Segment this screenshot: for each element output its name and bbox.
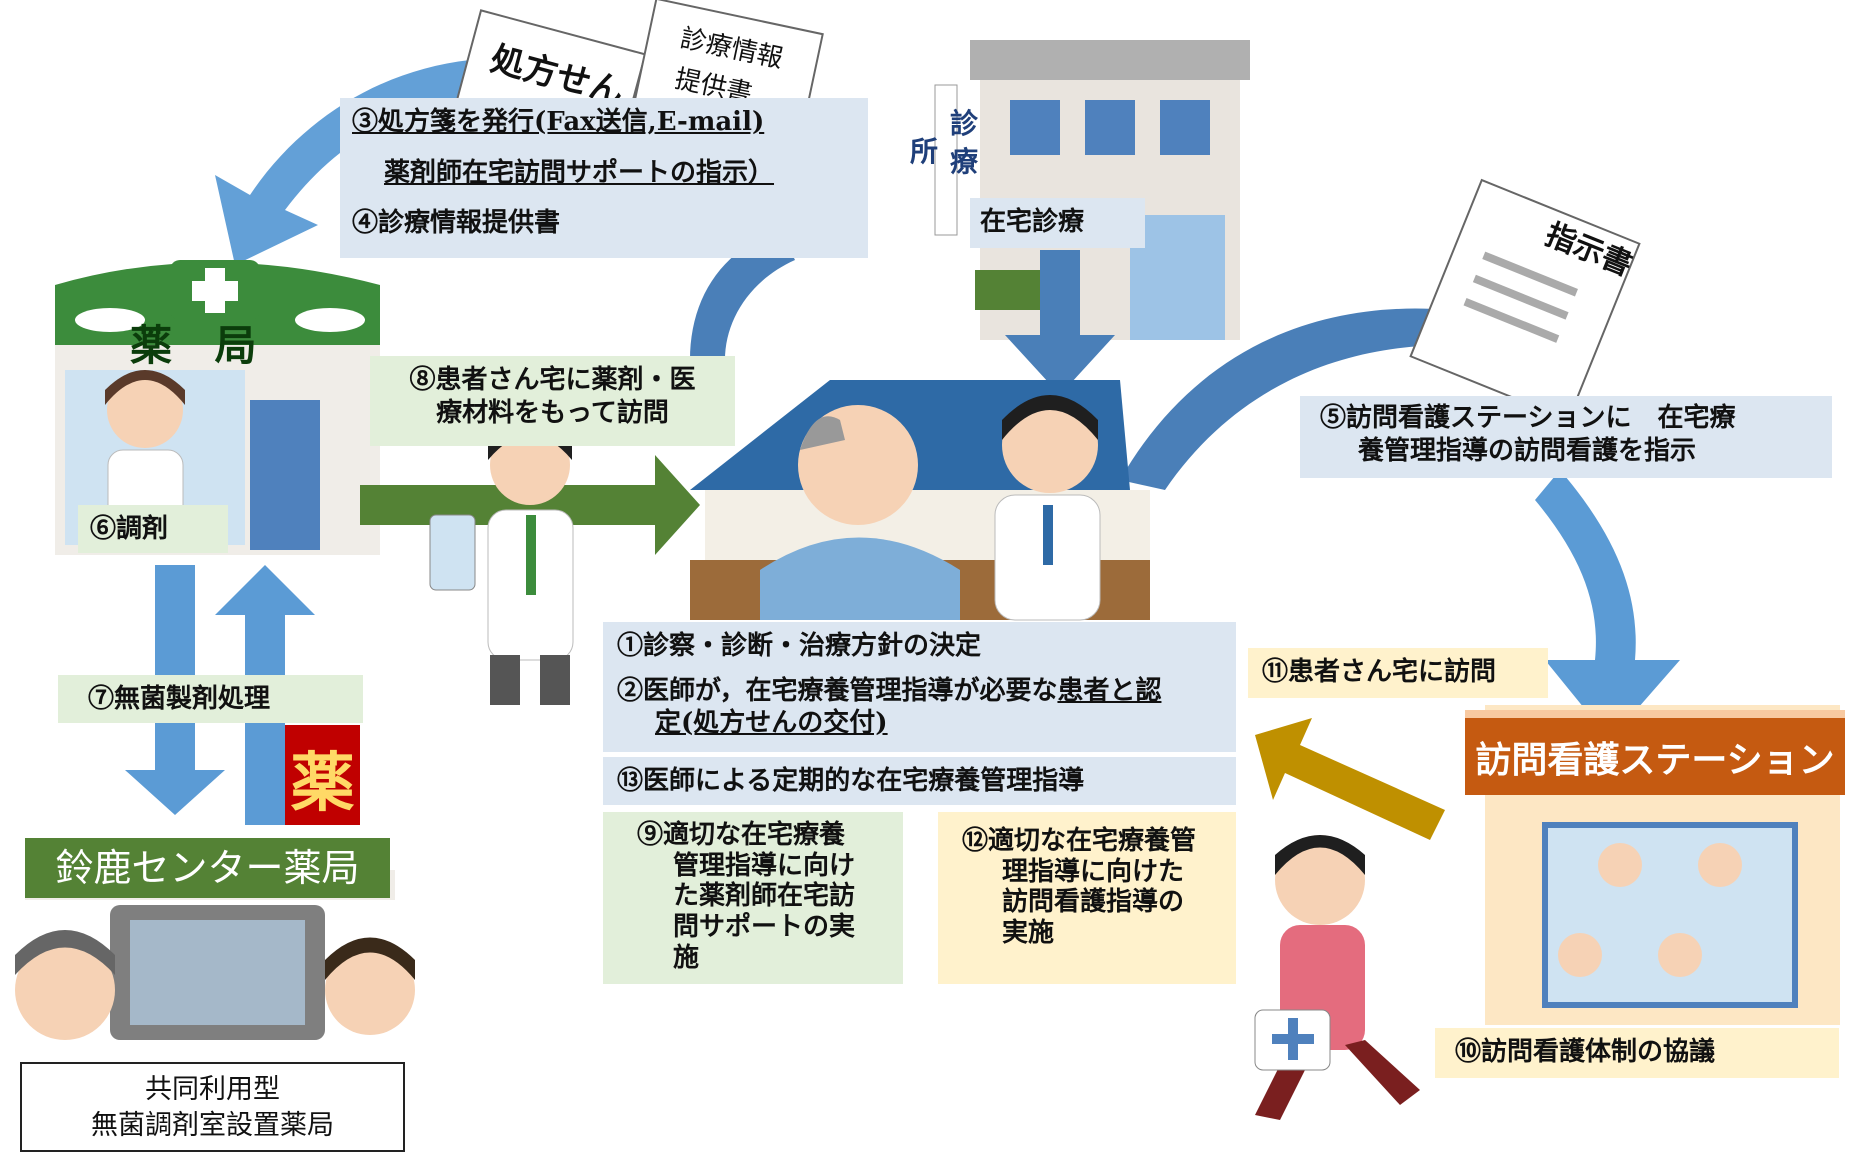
kusuri-sign-bg — [285, 725, 360, 825]
visiting-pharmacist-icon — [429, 422, 574, 705]
step-2-part2: 患者と認 — [1057, 675, 1162, 706]
curved-arrow-instruction-icon — [1120, 308, 1450, 490]
center-pharmacy-name: 鈴鹿センター薬局 — [55, 846, 360, 890]
arrow-clinic-to-home-icon — [1005, 250, 1115, 395]
shared-room-line2: 無菌調剤室設置薬局 — [91, 1110, 334, 1141]
step-4: ④診療情報提供書 — [352, 208, 561, 238]
nursing-station-name: 訪問看護ステーション — [1475, 739, 1835, 781]
step-12-box: ⑫適切な在宅療養管 理指導に向けた 訪問看護指導の 実施 — [938, 812, 1236, 984]
clinic-building-icon — [934, 40, 1250, 340]
clinic-sign-right: 診療 — [950, 107, 979, 178]
step-8-line1: ⑧患者さん宅に薬剤・医 — [409, 365, 696, 395]
pharmacist-woman-icon — [325, 937, 415, 1035]
step-5-box: ⑤訪問看護ステーションに 在宅療 養管理指導の訪問看護を指示 — [1300, 396, 1832, 478]
step-10-label: ⑩訪問看護体制の協議 — [1435, 1028, 1839, 1078]
nursing-station-sign: 訪問看護ステーション — [1465, 710, 1845, 795]
step-8-line2: 療材料をもって訪問 — [436, 397, 669, 428]
kusuri-sign: 薬 — [290, 746, 355, 821]
step-12-line4: 実施 — [1002, 918, 1055, 949]
step-3-line1: ③処方箋を発行(Fax送信,E-mail) — [352, 107, 765, 137]
step-11-label: ⑪患者さん宅に訪問 — [1248, 648, 1548, 698]
step-9-line5: 施 — [673, 942, 700, 973]
doctor-icon — [994, 395, 1101, 621]
shared-room-caption: 共同利用型 無菌調剤室設置薬局 — [20, 1062, 405, 1152]
step-13-label: ⑬医師による定期的な在宅療養管理指導 — [603, 757, 1236, 805]
step-3-4-box: ③処方箋を発行(Fax送信,E-mail) 薬剤師在宅訪問サポートの指示） ④診… — [340, 98, 868, 258]
step-9-line4: 問サポートの実 — [673, 912, 856, 943]
center-pharmacy-sign: 鈴鹿センター薬局 — [25, 838, 390, 898]
home-care-label: 在宅診療 — [970, 198, 1145, 248]
clinic-sign-left: 所 — [910, 135, 939, 168]
step-9-line3: た薬剤師在宅訪 — [673, 881, 856, 912]
curved-arrow-clinic-icon — [690, 230, 795, 360]
shared-room-line1: 共同利用型 — [145, 1074, 280, 1105]
pharmacist-man-icon — [15, 930, 115, 1040]
step-2-part1: ②医師が，在宅療養管理指導が必要な — [617, 675, 1058, 706]
step-5-line2: 養管理指導の訪問看護を指示 — [1358, 435, 1697, 466]
step-3-line2: 薬剤師在宅訪問サポートの指示） — [384, 157, 775, 188]
step-12-line2: 理指導に向けた — [1002, 856, 1185, 887]
step-6-label: ⑥調剤 — [78, 505, 228, 553]
step-1-2-box: ①診察・診断・治療方針の決定 ②医師が，在宅療養管理指導が必要な患者と認 定(処… — [603, 622, 1236, 752]
step-12-line1: ⑫適切な在宅療養管 — [962, 826, 1197, 856]
step-5-line1: ⑤訪問看護ステーションに 在宅療 — [1320, 403, 1736, 433]
step-9-line1: ⑨適切な在宅療養 — [637, 820, 846, 850]
pharmacy-sign: 薬 局 — [130, 321, 271, 370]
step-12-line3: 訪問看護指導の — [1002, 887, 1185, 918]
instruction-paper-icon — [1409, 178, 1641, 422]
step-2-line2: 定(処方せんの交付) — [655, 708, 888, 738]
elderly-patient-icon — [760, 405, 960, 620]
step-1: ①診察・診断・治療方針の決定 — [617, 631, 982, 661]
arrow-nurse-visit-icon — [1255, 718, 1445, 840]
curved-arrow-to-station-icon — [1535, 470, 1680, 740]
step-9-box: ⑨適切な在宅療養 管理指導に向け た薬剤師在宅訪 問サポートの実 施 — [603, 812, 903, 984]
step-8-box: ⑧患者さん宅に薬剤・医 療材料をもって訪問 — [370, 356, 735, 446]
visiting-nurse-icon — [1254, 835, 1420, 1120]
step-9-line2: 管理指導に向け — [673, 850, 856, 881]
step-7-label: ⑦無菌製剤処理 — [58, 675, 363, 723]
